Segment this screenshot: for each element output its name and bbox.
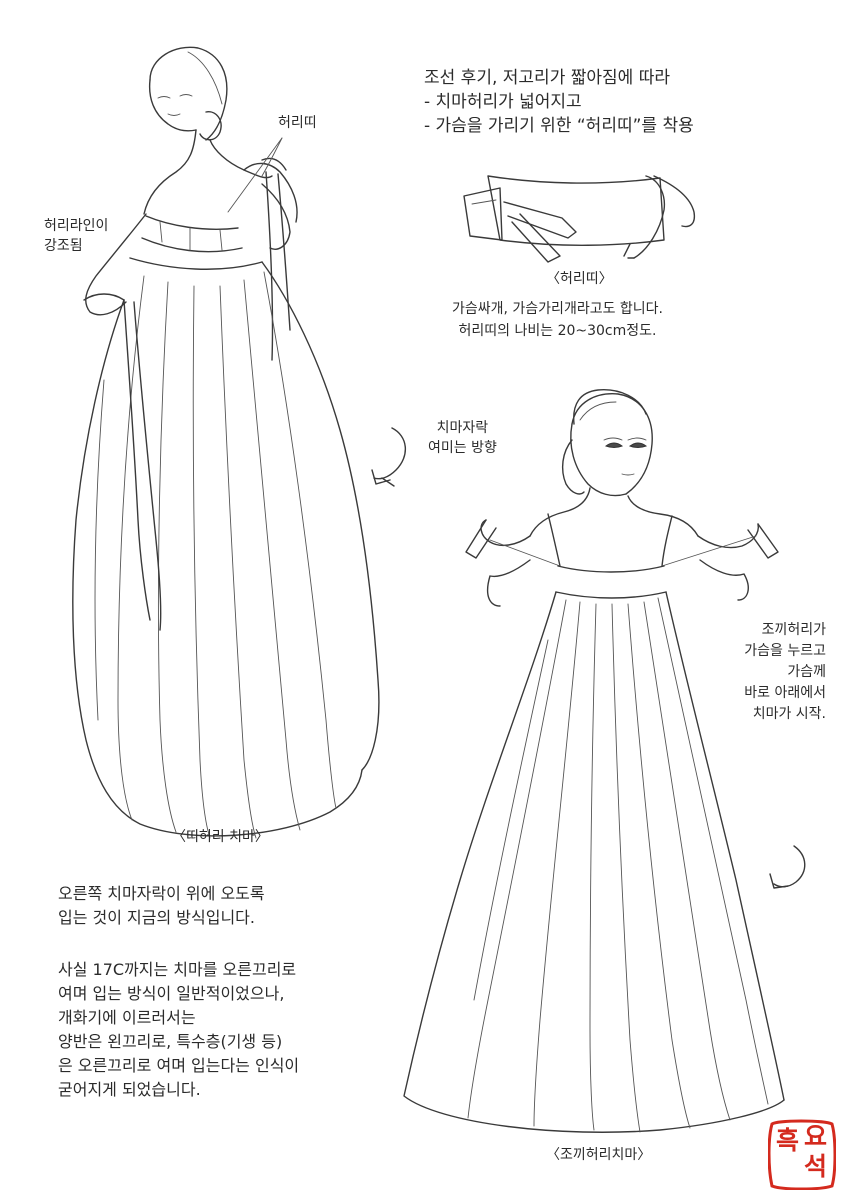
artist-seal: 흑 요 석 (768, 1118, 836, 1190)
callout-waistline-line: 강조됨 (44, 238, 83, 254)
note-line: 오른쪽 치마자락이 위에 오도록 (58, 884, 265, 903)
seal-glyph: 요 (804, 1122, 828, 1151)
callout-jokki-line: 가슴께 (787, 664, 826, 680)
intro-line: 조선 후기, 저고리가 짧아짐에 따라 (424, 68, 670, 88)
callout-waistline-line: 허리라인이 (44, 218, 109, 234)
wrap-direction-arrow (371, 427, 406, 487)
belt-description: 가슴싸개, 가슴가리개라고도 합니다. 허리띠의 나비는 20~30cm정도. (452, 298, 663, 342)
belt-desc-line: 가슴싸개, 가슴가리개라고도 합니다. (452, 301, 663, 317)
note-line: 은 오른끄리로 여며 입는다는 인식이 (58, 1056, 300, 1075)
callout-jokki-line: 치마가 시작. (752, 706, 826, 722)
callout-waistline: 허리라인이 강조됨 (44, 216, 108, 256)
callout-wrap-line: 치마자락 (436, 420, 489, 436)
note-line: 사실 17C까지는 치마를 오른끄리로 (58, 960, 297, 979)
figure2-caption: 〈조끼허리치마〉 (546, 1147, 652, 1163)
intro-line: - 가슴을 가리기 위한 “허리띠”를 착용 (424, 116, 694, 136)
note-line: 여며 입는 방식이 일반적이었으나, (58, 984, 285, 1003)
callout-wrap-line: 여미는 방향 (428, 440, 497, 456)
figure-jokkiheori-chima-drawing (403, 389, 785, 1133)
wrap-direction-arrow-2 (769, 845, 806, 889)
intro-line: - 치마허리가 넓어지고 (424, 92, 582, 112)
notes-paragraph-1: 오른쪽 치마자락이 위에 오도록 입는 것이 지금의 방식입니다. (58, 882, 265, 930)
seal-border (768, 1119, 836, 1190)
note-line: 입는 것이 지금의 방식입니다. (58, 908, 255, 927)
belt-caption: 〈허리띠〉 (546, 271, 613, 287)
belt-desc-line: 허리띠의 나비는 20~30cm정도. (458, 323, 657, 339)
note-line: 개화기에 이르러서는 (58, 1008, 196, 1027)
callout-jokki-line: 바로 아래에서 (744, 685, 826, 701)
intro-text: 조선 후기, 저고리가 짧아짐에 따라 - 치마허리가 넓어지고 - 가슴을 가… (424, 66, 694, 138)
seal-glyph: 석 (804, 1152, 828, 1181)
callout-wrap-direction: 치마자락 여미는 방향 (428, 418, 497, 458)
note-line: 양반은 왼끄리로, 특수층(기생 등) (58, 1032, 283, 1051)
seal-glyph: 흑 (776, 1126, 800, 1155)
notes-paragraph-2: 사실 17C까지는 치마를 오른끄리로 여며 입는 방식이 일반적이었으나, 개… (58, 958, 299, 1102)
callout-jokki: 조끼허리가 가슴을 누르고 가슴께 바로 아래에서 치마가 시작. (700, 620, 826, 725)
callout-jokki-line: 가슴을 누르고 (744, 643, 826, 659)
waistband-drawing (463, 175, 696, 263)
figure1-caption: 〈띠허리 치마〉 (172, 829, 269, 845)
note-line: 굳어지게 되었습니다. (58, 1080, 201, 1099)
callout-jokki-line: 조끼허리가 (761, 622, 826, 638)
callout-waistband: 허리띠 (278, 115, 317, 131)
figure-ttiheori-chima-drawing (72, 46, 380, 839)
